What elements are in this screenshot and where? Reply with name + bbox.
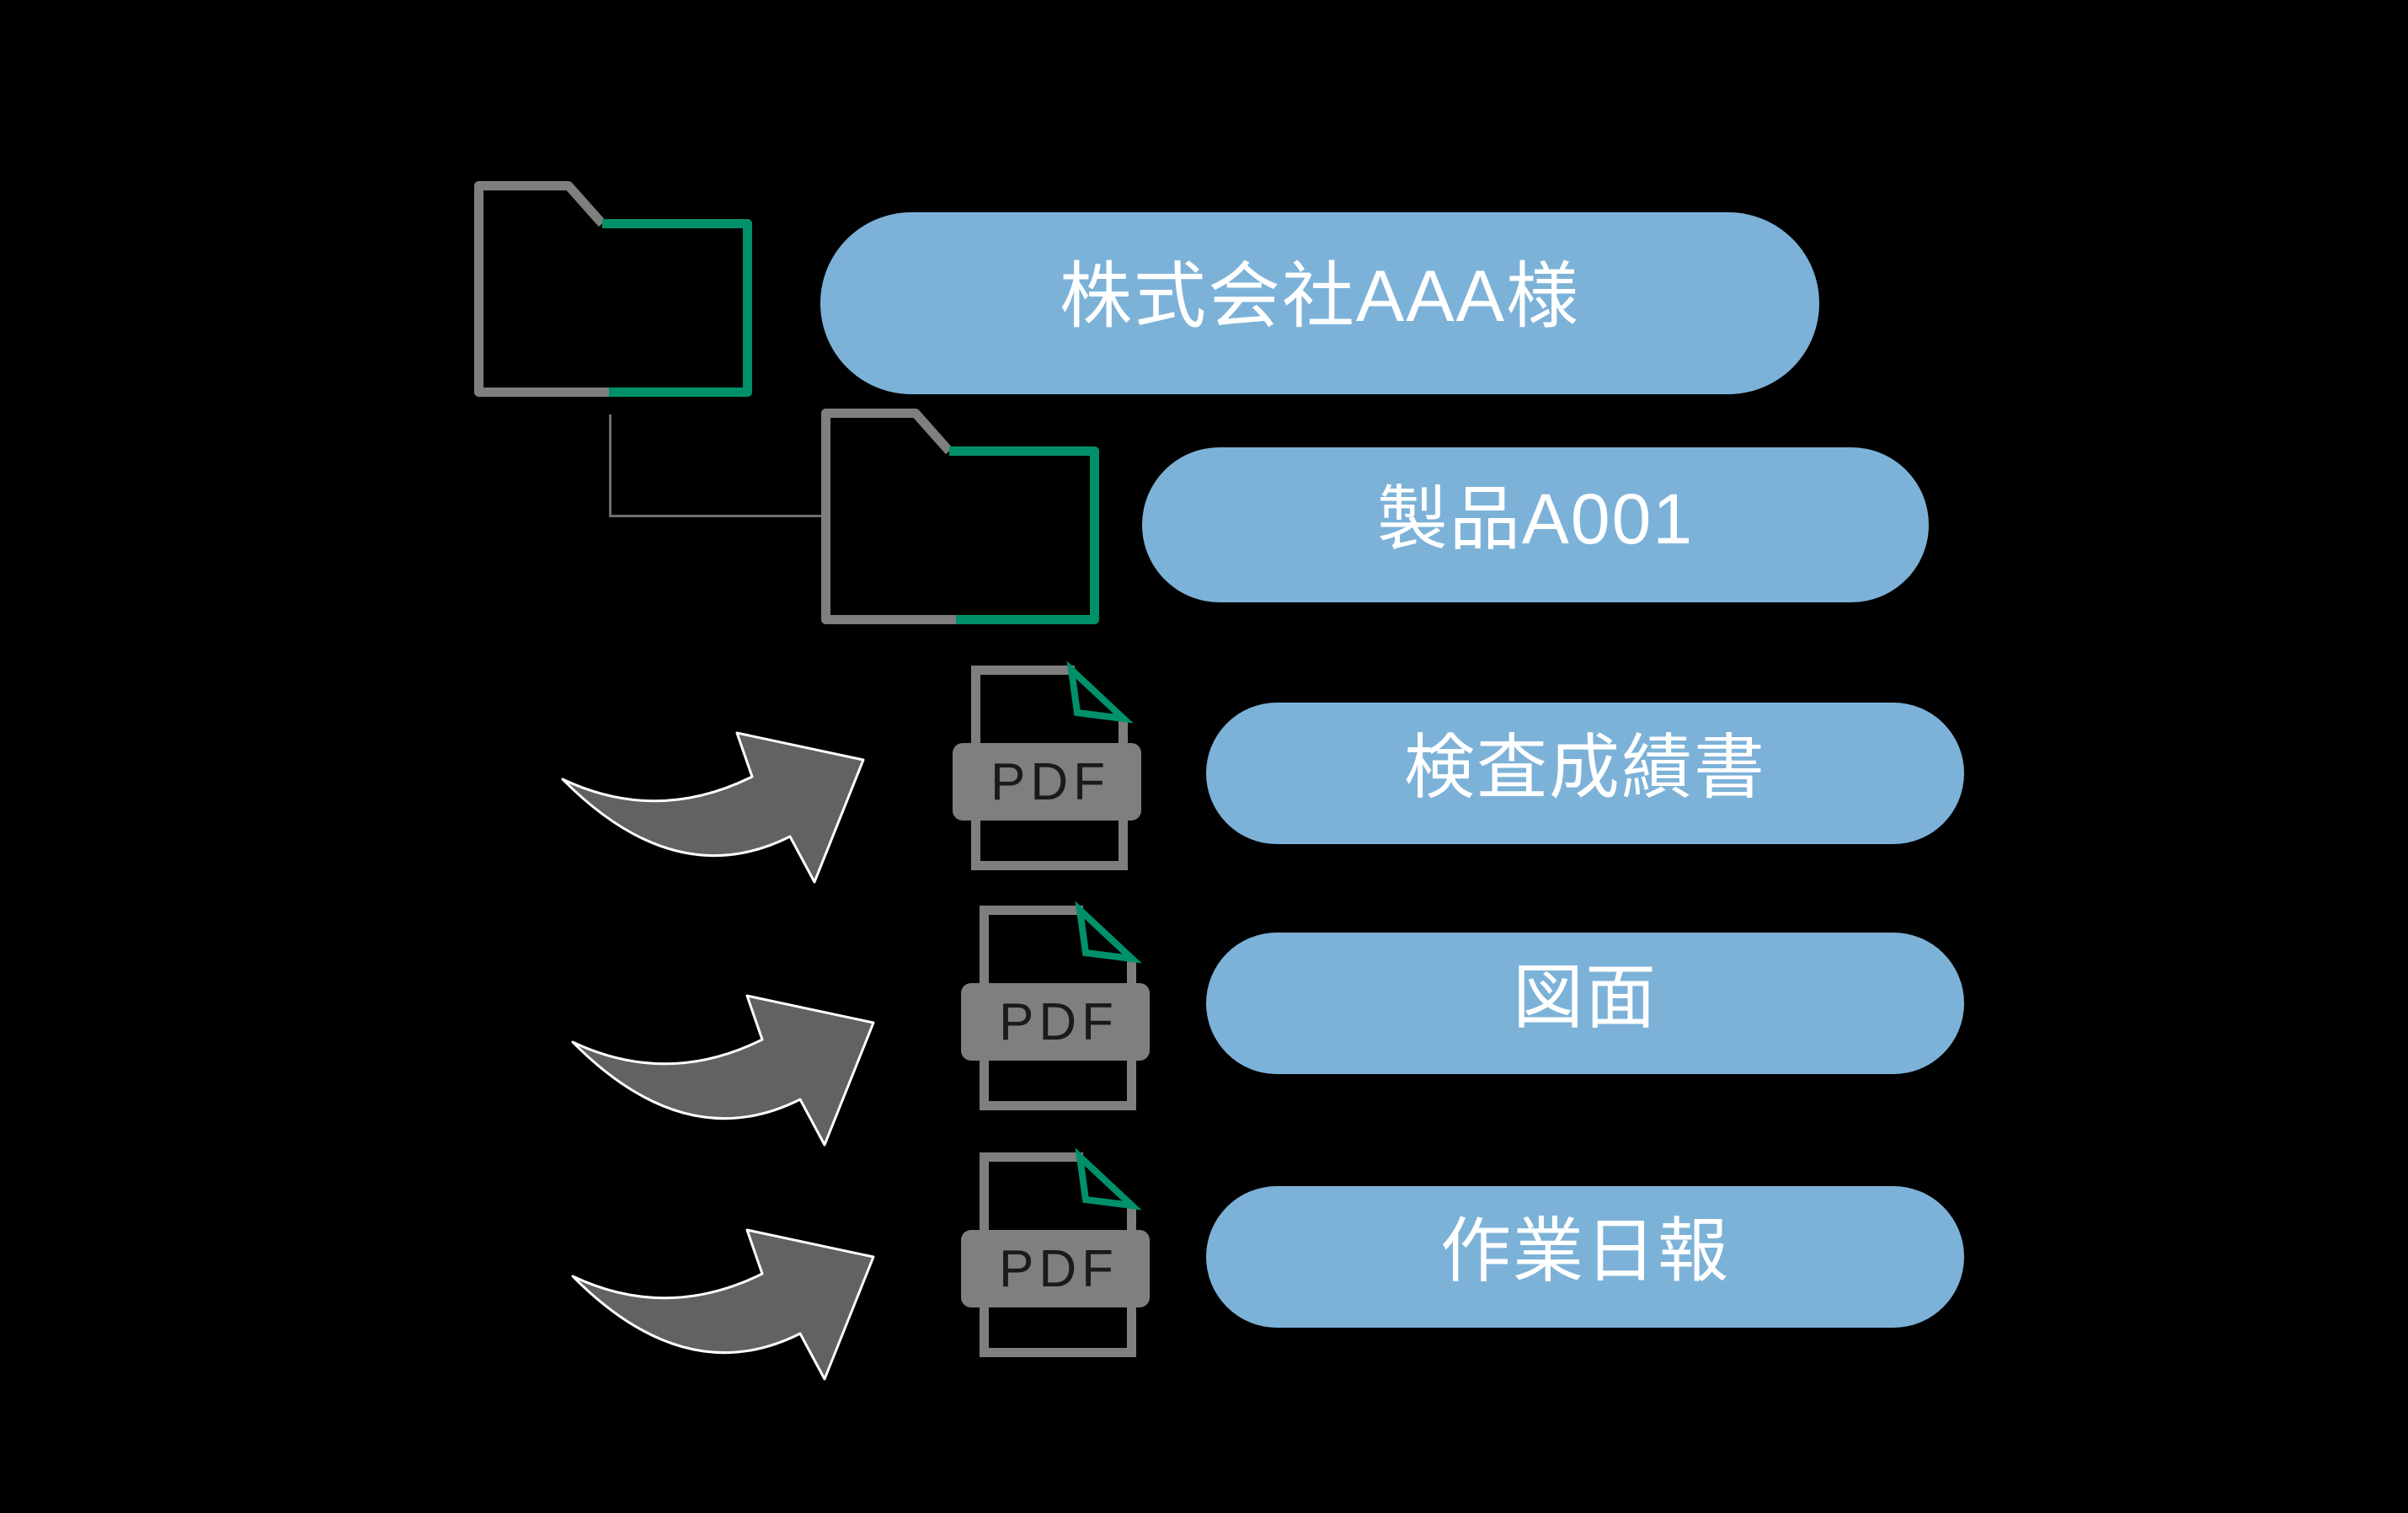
folded-corner	[1075, 1147, 1142, 1211]
pdf-band	[961, 983, 1150, 1061]
folder-icon-product	[821, 409, 1099, 624]
curved-arrow-icon	[561, 731, 865, 884]
folder-outline-green	[602, 219, 752, 397]
pdf-band-text: PDF	[999, 1240, 1119, 1298]
folded-corner	[1066, 660, 1134, 724]
curved-arrow-shape	[561, 731, 865, 884]
label-pill-file-2: 図面	[1206, 933, 1964, 1074]
file-label: 作業日報	[1439, 1211, 1730, 1291]
folder-outline-green	[949, 446, 1099, 624]
folder-icon-company	[474, 181, 752, 397]
label-pill-file-1: 検査成績書	[1206, 703, 1964, 844]
connector-elbow	[609, 414, 826, 517]
file-label: 図面	[1512, 957, 1658, 1037]
file-label: 検査成績書	[1403, 727, 1766, 807]
pdf-file-icon: PDF	[961, 1147, 1150, 1357]
folder-outline-gray	[821, 409, 956, 624]
folder-outline-gray	[474, 181, 609, 397]
product-folder-label: 製品A001	[1376, 478, 1695, 559]
tree-connector-line	[609, 414, 826, 517]
curved-arrow-shape	[571, 1228, 875, 1381]
pdf-band-text: PDF	[990, 753, 1110, 811]
label-pill-product: 製品A001	[1142, 447, 1929, 602]
label-pill-company: 株式会社AAA様	[820, 212, 1819, 394]
pdf-band	[953, 743, 1141, 821]
pdf-band-text: PDF	[999, 993, 1119, 1051]
company-folder-label: 株式会社AAA様	[1059, 255, 1581, 337]
folded-corner	[1075, 901, 1142, 964]
pdf-file-icon: PDF	[953, 660, 1141, 870]
pdf-file-icon: PDF	[961, 901, 1150, 1110]
curved-arrow-icon	[571, 994, 875, 1147]
pdf-band	[961, 1230, 1150, 1307]
curved-arrow-icon	[571, 1228, 875, 1381]
curved-arrow-shape	[571, 994, 875, 1147]
label-pill-file-3: 作業日報	[1206, 1186, 1964, 1328]
